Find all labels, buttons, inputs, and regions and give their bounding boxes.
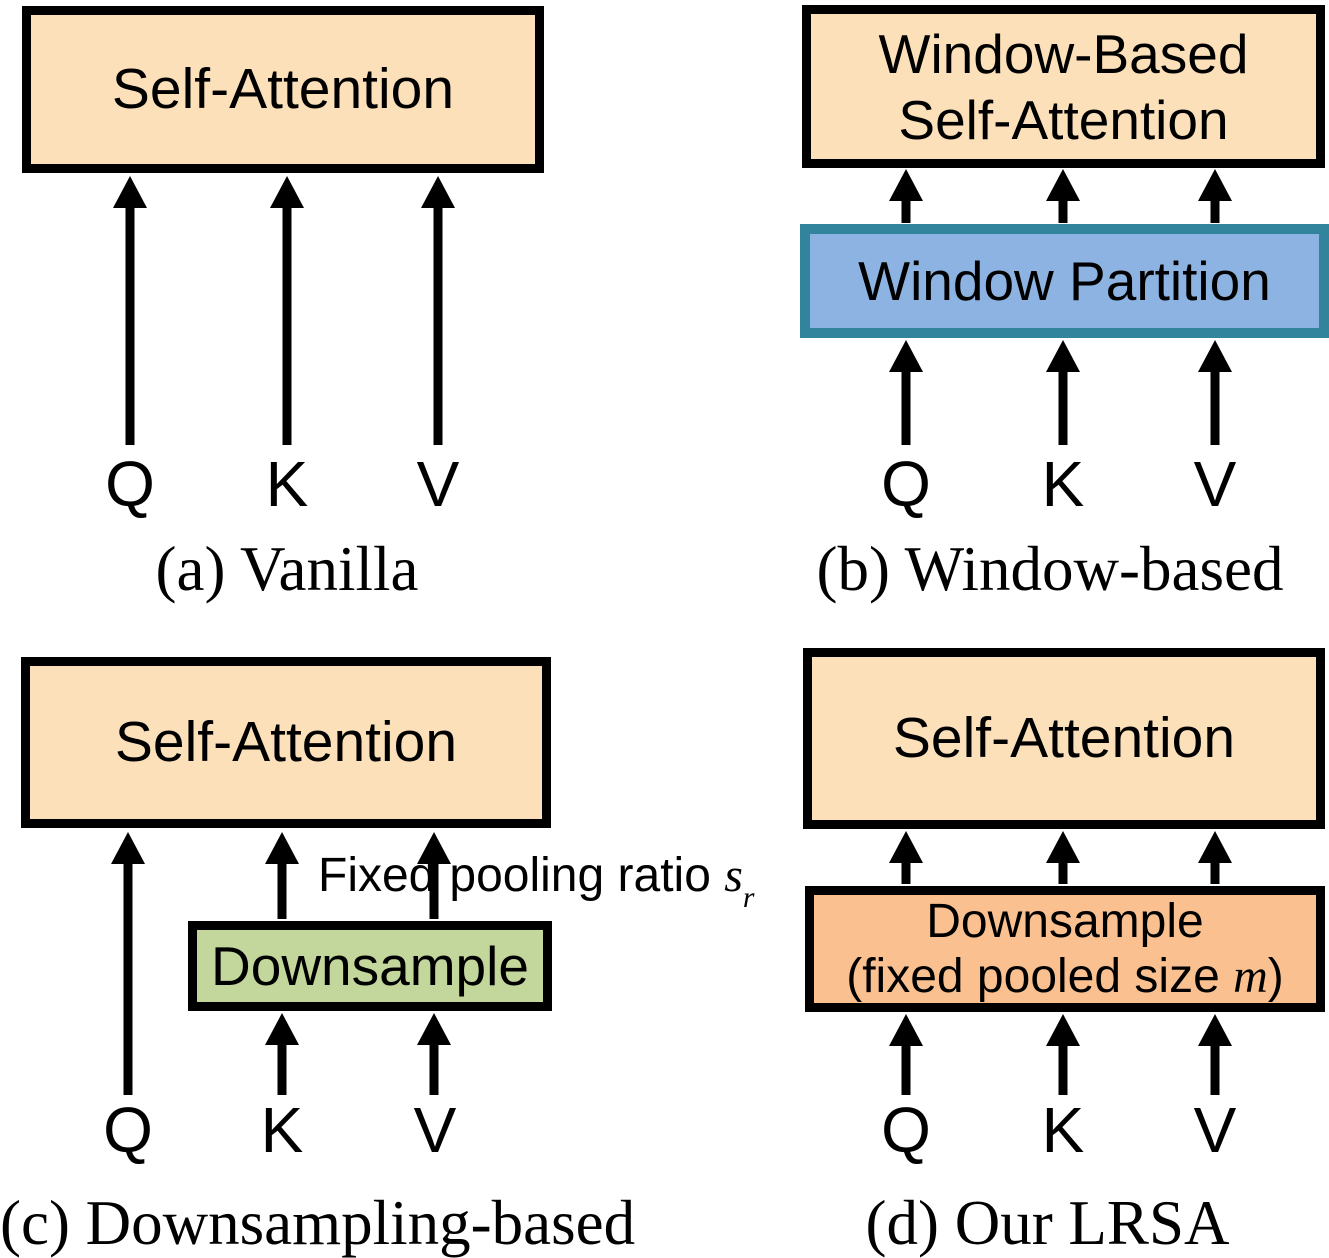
caption-d: (d) Our LRSA xyxy=(865,1188,1230,1258)
caption-a: (a) Vanilla xyxy=(155,534,419,604)
v-arrow-up-icon-c-upper xyxy=(417,832,451,919)
v-arrow-up-icon-b-upper xyxy=(1198,169,1232,223)
window-partition-box: Window Partition xyxy=(800,224,1329,338)
q-arrow-up-icon-d-upper xyxy=(889,831,923,884)
caption-b: (b) Window-based xyxy=(816,534,1284,604)
v-label-b: V xyxy=(1193,448,1237,520)
q-arrow-up-icon-a xyxy=(113,176,147,445)
v-label-a: V xyxy=(416,448,460,520)
self-attention-box-a: Self-Attention xyxy=(22,6,544,173)
q-label-b: Q xyxy=(881,448,931,520)
q-label-d: Q xyxy=(881,1094,931,1166)
annotation-rest: pooling ratio xyxy=(449,849,725,902)
v-arrow-up-icon-b-lower xyxy=(1198,340,1232,445)
window-based-label-line1: Window-Based xyxy=(878,22,1249,85)
q-label-a: Q xyxy=(105,448,155,520)
k-arrow-up-icon-d-lower xyxy=(1046,1014,1080,1095)
k-arrow-up-icon-d-upper xyxy=(1046,831,1080,884)
q-arrow-up-icon-b-upper xyxy=(889,169,923,223)
window-based-label-line2: Self-Attention xyxy=(898,88,1229,151)
self-attention-label-d: Self-Attention xyxy=(892,706,1236,771)
downsample-box-c: Downsample xyxy=(188,921,552,1011)
k-label-d: K xyxy=(1041,1094,1085,1166)
self-attention-label-c: Self-Attention xyxy=(114,710,458,775)
v-label-c: V xyxy=(413,1094,457,1166)
downsample-label-d-line1: Downsample xyxy=(926,895,1204,948)
v-arrow-up-icon-a xyxy=(421,176,455,445)
annotation-var-s: s xyxy=(724,849,743,902)
k-arrow-up-icon-a xyxy=(270,176,304,445)
window-partition-label: Window Partition xyxy=(858,250,1271,312)
q-arrow-up-icon-d-lower xyxy=(889,1014,923,1095)
downsample-d-line2-suffix: ) xyxy=(1267,950,1284,1003)
caption-c: (c) Downsampling-based xyxy=(0,1188,636,1258)
v-arrow-up-icon-d-upper xyxy=(1198,831,1232,884)
annotation-word-fixed: Fixed xyxy=(318,849,436,902)
self-attention-label-a: Self-Attention xyxy=(111,57,455,122)
k-label-b: K xyxy=(1041,448,1085,520)
self-attention-box-c: Self-Attention xyxy=(21,657,551,828)
downsample-label-c: Downsample xyxy=(211,935,529,997)
v-label-d: V xyxy=(1193,1094,1237,1166)
q-arrow-up-icon-c xyxy=(111,832,145,1095)
downsample-d-var-m: m xyxy=(1233,950,1268,1003)
k-arrow-up-icon-c-upper xyxy=(265,832,299,919)
k-arrow-up-icon-c-lower xyxy=(265,1013,299,1095)
v-arrow-up-icon-d-lower xyxy=(1198,1014,1232,1095)
k-label-a: K xyxy=(265,448,309,520)
downsample-d-line2-prefix: (fixed pooled size xyxy=(846,950,1234,1003)
k-label-c: K xyxy=(260,1094,304,1166)
window-based-self-attention-box: Window-Based Self-Attention xyxy=(802,5,1325,168)
annotation-sub-r: r xyxy=(742,880,755,914)
q-label-c: Q xyxy=(103,1094,153,1166)
v-arrow-up-icon-c-lower xyxy=(417,1013,451,1095)
downsample-label-d-line2: (fixed pooled size m) xyxy=(846,949,1284,1004)
k-arrow-up-icon-b-lower xyxy=(1046,340,1080,445)
q-arrow-up-icon-b-lower xyxy=(889,340,923,445)
self-attention-box-d: Self-Attention xyxy=(803,648,1325,829)
k-arrow-up-icon-b-upper xyxy=(1046,169,1080,223)
downsample-box-d: Downsample (fixed pooled size m) xyxy=(805,886,1325,1012)
